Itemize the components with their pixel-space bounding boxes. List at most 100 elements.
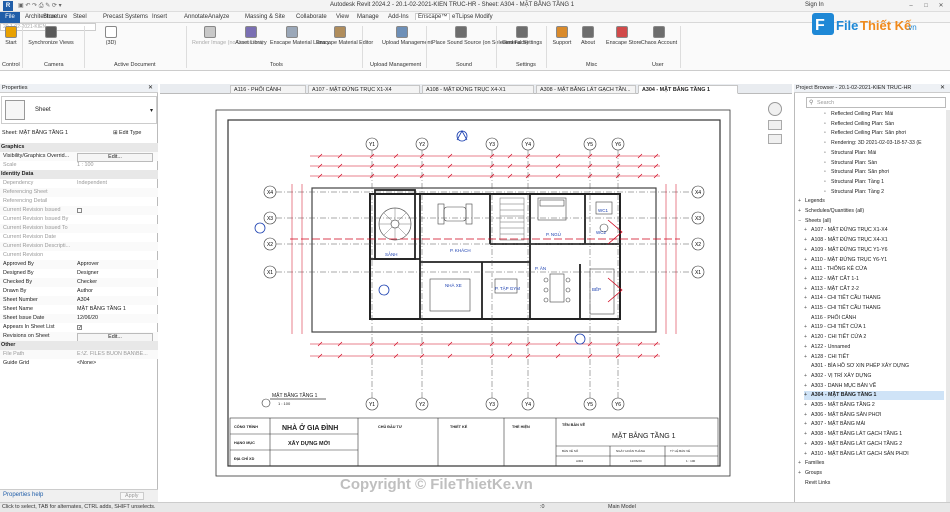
- maximize-icon[interactable]: □: [924, 3, 928, 9]
- expand-icon[interactable]: +: [798, 460, 802, 467]
- ribbon-button-8[interactable]: Place Sound Source (on Selected Face): [432, 26, 528, 46]
- browser-item[interactable]: +A310 - MẶT BẰNG LÁT GẠCH SÂN PHƠI: [804, 450, 944, 459]
- property-value[interactable]: 12/06/20: [77, 315, 98, 321]
- property-value[interactable]: A304: [77, 297, 90, 303]
- edit-type-button[interactable]: ⊞ Edit Type: [113, 130, 142, 136]
- ribbon-button-2[interactable]: (3D): [88, 26, 134, 46]
- expand-icon[interactable]: +: [804, 440, 808, 447]
- expand-icon[interactable]: +: [804, 334, 808, 341]
- model-selector[interactable]: Main Model: [608, 504, 636, 510]
- menu-tab-7[interactable]: Analyze: [208, 14, 230, 20]
- checkbox-icon[interactable]: [77, 208, 82, 213]
- view-tab-1[interactable]: A107 - MẶT ĐỨNG TRỤC X1-X4: [308, 85, 420, 94]
- revit-logo-icon[interactable]: R: [3, 1, 13, 11]
- menu-tab-13[interactable]: Enscape™: [415, 13, 451, 20]
- menu-tab-5[interactable]: Insert: [152, 14, 168, 20]
- browser-item[interactable]: +A107 - MẶT ĐỨNG TRỤC X1-X4: [804, 226, 944, 235]
- expand-icon[interactable]: +: [804, 266, 808, 273]
- menu-tab-9[interactable]: Collaborate: [296, 14, 327, 20]
- navigation-bar[interactable]: [766, 100, 784, 146]
- menu-tab-1[interactable]: Structure: [43, 14, 68, 20]
- browser-item[interactable]: +A113 - MẶT CẮT 2-2: [804, 285, 944, 294]
- file-menu[interactable]: File: [0, 12, 20, 23]
- expand-icon[interactable]: +: [804, 431, 808, 438]
- expand-icon[interactable]: +: [804, 285, 808, 292]
- browser-item[interactable]: +A115 - CHI TIẾT CẦU THANG: [804, 304, 944, 313]
- menu-tab-11[interactable]: Manage: [357, 14, 379, 20]
- menu-tab-10[interactable]: View: [336, 14, 349, 20]
- expand-icon[interactable]: ▫: [824, 130, 826, 137]
- expand-icon[interactable]: +: [798, 469, 802, 476]
- expand-icon[interactable]: ▫: [824, 169, 826, 176]
- property-value[interactable]: MẶT BẰNG TẦNG 1: [77, 306, 126, 312]
- view-tab-3[interactable]: A308 - MẶT BẰNG LÁT GẠCH TẦN...: [536, 85, 636, 94]
- expand-icon[interactable]: +: [798, 198, 802, 205]
- expand-icon[interactable]: +: [804, 295, 808, 302]
- browser-item[interactable]: ▫Structural Plan: Tầng 1: [824, 178, 944, 187]
- expand-icon[interactable]: +: [804, 275, 808, 282]
- menu-tab-6[interactable]: Annotate: [184, 14, 209, 20]
- browser-scrollbar[interactable]: [946, 110, 950, 502]
- checkbox-icon[interactable]: ✓: [77, 325, 83, 331]
- browser-item[interactable]: +A110 - MẶT ĐỨNG TRỤC Y6-Y1: [804, 256, 944, 265]
- browser-item[interactable]: −Sheets (all): [798, 217, 944, 226]
- ribbon-button-1[interactable]: Synchronize Views: [26, 26, 76, 46]
- properties-help-link[interactable]: Properties help: [3, 492, 44, 498]
- ribbon-button-11[interactable]: About: [574, 26, 602, 46]
- ribbon-button-6[interactable]: Enscape Material Editor: [316, 26, 373, 46]
- ribbon-button-12[interactable]: Enscape Store: [606, 26, 641, 46]
- expand-icon[interactable]: ▫: [824, 140, 826, 147]
- browser-item[interactable]: ▫Structural Plan: Sân phơi: [824, 168, 944, 177]
- browser-item[interactable]: +A120 - CHI TIẾT CỬA 2: [804, 333, 944, 342]
- chevron-down-icon[interactable]: ▾: [150, 108, 154, 114]
- apply-button[interactable]: Apply: [120, 492, 144, 500]
- search-input[interactable]: Search: [817, 100, 835, 106]
- expand-icon[interactable]: +: [804, 382, 808, 389]
- browser-item[interactable]: Revit Links: [798, 479, 944, 488]
- browser-item[interactable]: +Families: [798, 459, 944, 468]
- expand-icon[interactable]: ▫: [824, 178, 826, 185]
- ribbon-button-3[interactable]: Render Image (no Document): [192, 26, 263, 46]
- browser-item[interactable]: ▫Structural Plan: Tầng 2: [824, 188, 944, 197]
- browser-item[interactable]: +A308 - MẶT BẰNG LÁT GẠCH TẦNG 1: [804, 430, 944, 439]
- browser-item[interactable]: +A108 - MẶT ĐỨNG TRỤC X4-X1: [804, 236, 944, 245]
- browser-item[interactable]: +Legends: [798, 197, 944, 206]
- expand-icon[interactable]: ▫: [824, 120, 826, 127]
- steering-wheel-icon[interactable]: [768, 102, 782, 116]
- menu-tab-3[interactable]: Precast: [103, 14, 124, 20]
- expand-icon[interactable]: +: [804, 450, 808, 457]
- property-edit-button[interactable]: Edit...: [77, 153, 153, 162]
- browser-item[interactable]: ▫Structural Plan: Mái: [824, 149, 944, 158]
- browser-item[interactable]: +A305 - MẶT BẰNG TẦNG 2: [804, 401, 944, 410]
- browser-search[interactable]: ⚲ Search: [806, 97, 946, 108]
- browser-item[interactable]: +A303 - DANH MỤC BẢN VẼ: [804, 382, 944, 391]
- expand-icon[interactable]: +: [804, 246, 808, 253]
- browser-item[interactable]: ▫Reflected Ceiling Plan: Mái: [824, 110, 944, 119]
- ribbon-button-9[interactable]: General Settings: [500, 26, 544, 46]
- menu-tab-0[interactable]: Architecture: [25, 14, 58, 20]
- browser-item[interactable]: +A122 - Unnamed: [804, 343, 944, 352]
- browser-item[interactable]: ▫Rendering: 3D 2021-02-03-18-57-33 (E: [824, 139, 944, 148]
- menu-tab-8[interactable]: Massing & Site: [245, 14, 286, 20]
- close-browser-icon[interactable]: ✕: [940, 85, 946, 91]
- browser-item[interactable]: +A109 - MẶT ĐỨNG TRỤC Y1-Y6: [804, 246, 944, 255]
- expand-icon[interactable]: +: [798, 208, 802, 214]
- instance-selector[interactable]: Sheet: MẶT BẰNG TẦNG 1 ⊞ Edit Type: [1, 128, 157, 139]
- ribbon-button-13[interactable]: Chaos Account: [636, 26, 682, 46]
- quick-access-toolbar[interactable]: ▣ ↶ ↷ ⎙ ✎ ⟳ ▾: [18, 3, 62, 9]
- browser-item[interactable]: ▫Reflected Ceiling Plan: Sàn: [824, 120, 944, 129]
- browser-item[interactable]: A301 - BÌA HỒ SƠ XIN PHÉP XÂY DỰNG: [804, 362, 944, 371]
- browser-item[interactable]: +A128 - CHI TIẾT: [804, 353, 944, 362]
- browser-item[interactable]: ▫Structural Plan: Sàn: [824, 159, 944, 168]
- browser-item[interactable]: +A112 - MẶT CẮT 1-1: [804, 275, 944, 284]
- expand-icon[interactable]: +: [804, 353, 808, 360]
- menu-tab-2[interactable]: Steel: [73, 14, 87, 20]
- browser-item[interactable]: +Schedules/Quantities (all): [798, 207, 944, 216]
- property-value[interactable]: Approver: [77, 261, 99, 267]
- close-icon[interactable]: ✕: [938, 3, 944, 9]
- browser-item[interactable]: +A302 - VỊ TRÍ XÂY DỰNG: [804, 372, 944, 381]
- minimize-icon[interactable]: –: [909, 3, 913, 9]
- browser-item[interactable]: +A114 - CHI TIẾT CẦU THANG: [804, 294, 944, 303]
- expand-icon[interactable]: +: [804, 343, 808, 350]
- expand-icon[interactable]: +: [804, 237, 808, 244]
